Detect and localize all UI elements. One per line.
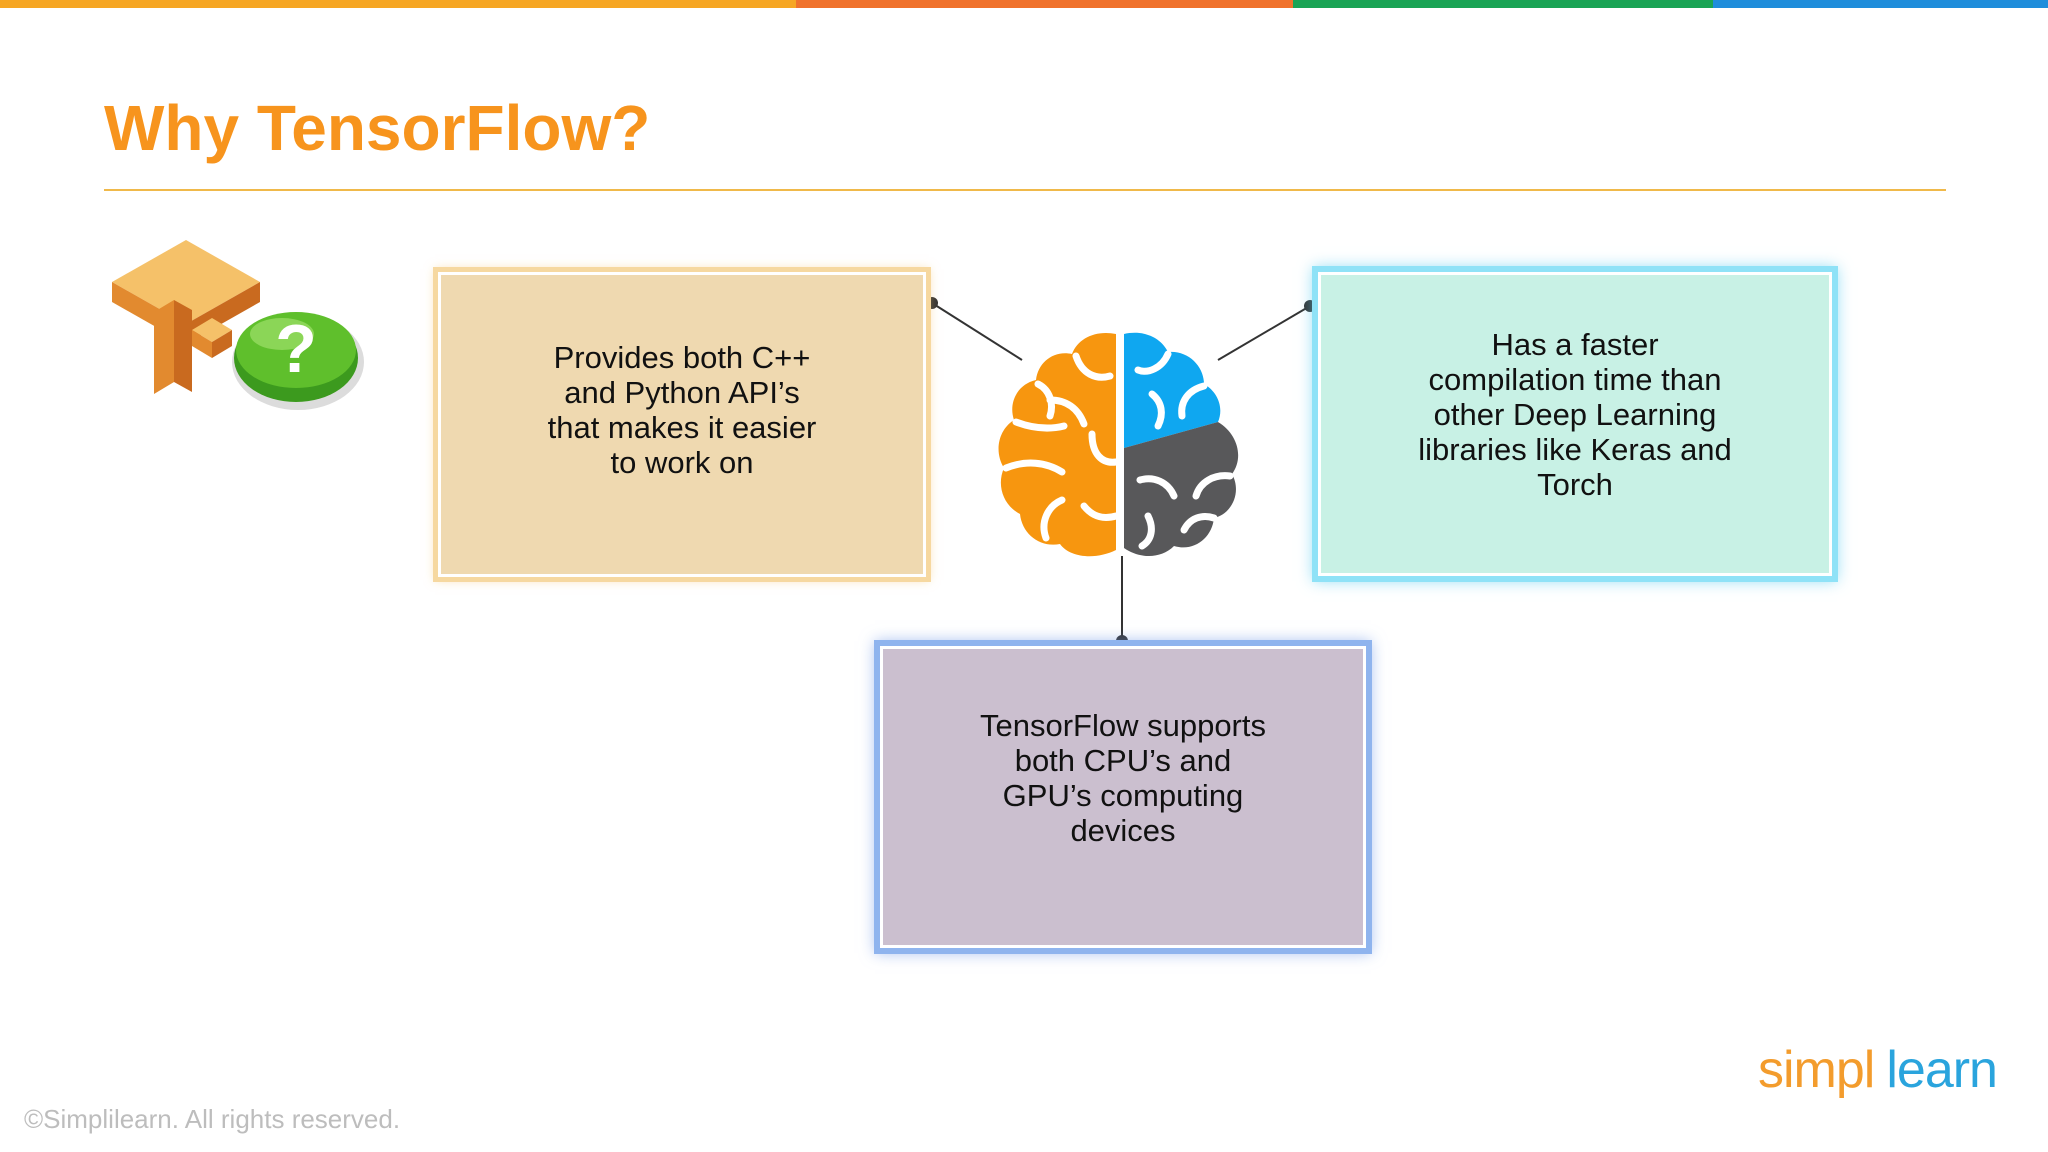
top-color-bar bbox=[0, 0, 2048, 8]
connector-left-dot bbox=[926, 297, 938, 309]
top-bar-segment-green bbox=[1293, 0, 1713, 8]
card-faster-compilation: Has a faster compilation time than other… bbox=[1312, 266, 1838, 582]
logo-part-simpl: simpl bbox=[1758, 1041, 1875, 1099]
connector-right-dot bbox=[1304, 300, 1316, 312]
card-cpu-gpu-support-text: TensorFlow supports both CPU’s and GPU’s… bbox=[979, 708, 1266, 848]
tensorflow-logo-icon bbox=[112, 240, 260, 394]
top-bar-segment-orange bbox=[796, 0, 1293, 8]
slide-title: Why TensorFlow? bbox=[104, 92, 651, 164]
title-divider bbox=[104, 189, 1946, 191]
top-bar-segment-blue bbox=[1713, 0, 2048, 8]
brain-icon bbox=[998, 332, 1239, 557]
logo-part-learn: learn bbox=[1886, 1041, 1998, 1099]
card-cpu-gpu-support: TensorFlow supports both CPU’s and GPU’s… bbox=[874, 640, 1372, 954]
question-button-icon: ? bbox=[232, 311, 364, 410]
card-cpp-python-api-text: Provides both C++ and Python API’s that … bbox=[547, 339, 817, 480]
tensorflow-question-graphic: ? bbox=[112, 240, 364, 410]
card-faster-compilation-text: Has a faster compilation time than other… bbox=[1418, 326, 1732, 502]
svg-text:?: ? bbox=[275, 311, 317, 387]
top-bar-segment-orange-light bbox=[0, 0, 796, 8]
copyright-notice: ©Simplilearn. All rights reserved. bbox=[24, 1104, 401, 1134]
card-cpp-python-api: Provides both C++ and Python API’s that … bbox=[433, 267, 931, 582]
